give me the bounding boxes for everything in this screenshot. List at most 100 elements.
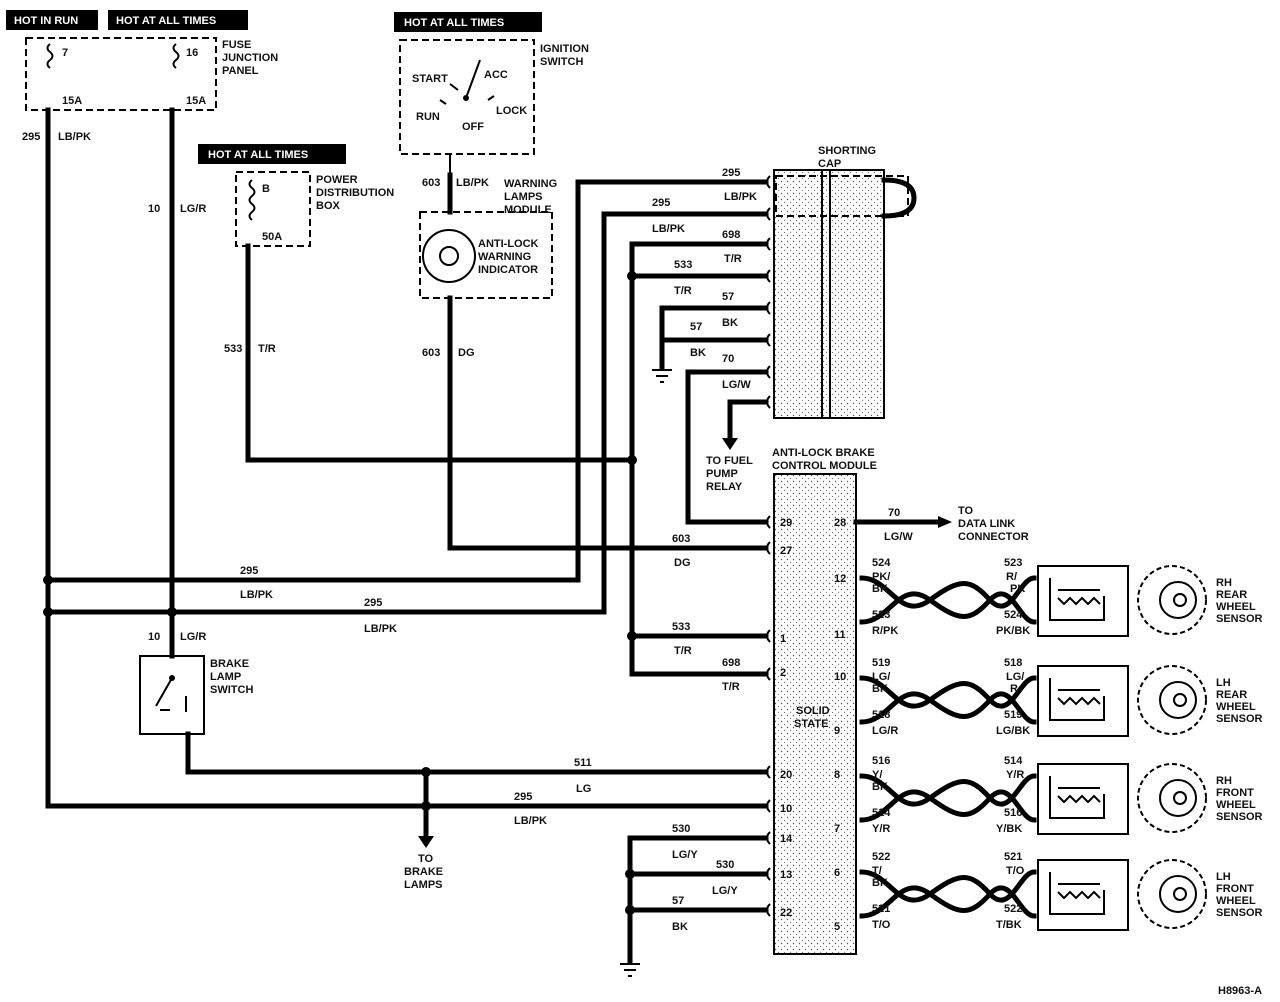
svg-text:10: 10 bbox=[148, 203, 160, 215]
svg-text:27: 27 bbox=[780, 545, 792, 557]
header-hot-in-run: HOT IN RUN bbox=[6, 10, 98, 30]
sensor-label: 522 bbox=[1004, 903, 1022, 915]
svg-text:WARNING: WARNING bbox=[504, 178, 557, 190]
svg-text:13: 13 bbox=[780, 869, 792, 881]
sensor-label: 522 bbox=[872, 851, 890, 863]
svg-text:57: 57 bbox=[672, 895, 684, 907]
fuse-icon bbox=[172, 43, 180, 69]
svg-text:10: 10 bbox=[780, 803, 792, 815]
sensor-label: SENSOR bbox=[1216, 811, 1263, 823]
svg-text:530: 530 bbox=[672, 823, 690, 835]
svg-text:8: 8 bbox=[834, 769, 840, 781]
svg-text:WARNING: WARNING bbox=[478, 251, 531, 263]
svg-text:11: 11 bbox=[834, 629, 846, 641]
svg-text:OFF: OFF bbox=[462, 121, 484, 133]
svg-text:DISTRIBUTION: DISTRIBUTION bbox=[316, 187, 394, 199]
svg-text:603: 603 bbox=[422, 347, 440, 359]
svg-text:22: 22 bbox=[780, 907, 792, 919]
svg-text:CONNECTOR: CONNECTOR bbox=[958, 531, 1029, 543]
svg-text:BK: BK bbox=[672, 921, 688, 933]
svg-text:2: 2 bbox=[780, 667, 786, 679]
svg-text:T/R: T/R bbox=[724, 253, 742, 265]
arrow-down-icon bbox=[418, 836, 434, 848]
wheel-sensor-2: 516Y/BK514Y/R514Y/R516Y/BKRHFRONTWHEELSE… bbox=[859, 755, 1263, 835]
svg-text:T/R: T/R bbox=[722, 681, 740, 693]
svg-text:DG: DG bbox=[458, 347, 475, 359]
warning-lamp-icon bbox=[422, 229, 476, 283]
sensor-label: T/BK bbox=[996, 919, 1022, 931]
svg-text:698: 698 bbox=[722, 657, 740, 669]
svg-text:295: 295 bbox=[240, 565, 258, 577]
header-hot-at-all-times-fuse: HOT AT ALL TIMES bbox=[108, 10, 248, 30]
svg-text:9: 9 bbox=[834, 725, 840, 737]
svg-text:LB/PK: LB/PK bbox=[364, 623, 397, 635]
fuse-icon bbox=[248, 179, 256, 221]
sensor-label: 524 bbox=[872, 557, 891, 569]
shorting-cap: SHORTING CAP bbox=[773, 145, 917, 419]
sensor-label: LG/ bbox=[1006, 671, 1024, 683]
svg-text:T/R: T/R bbox=[674, 645, 692, 657]
svg-text:7: 7 bbox=[62, 47, 68, 59]
arrow-right-icon bbox=[938, 516, 952, 528]
ground-icon bbox=[620, 963, 640, 977]
sensor-label: 523 bbox=[872, 609, 890, 621]
sensor-label: 519 bbox=[1004, 709, 1022, 721]
svg-text:PANEL: PANEL bbox=[222, 65, 259, 77]
svg-text:CAP: CAP bbox=[818, 158, 841, 170]
svg-text:15A: 15A bbox=[186, 95, 206, 107]
ignition-switch: START ACC RUN OFF LOCK IGNITION SWITCH bbox=[399, 39, 589, 175]
ground-icon bbox=[652, 369, 672, 383]
svg-text:603: 603 bbox=[672, 533, 690, 545]
switch-blade-icon bbox=[465, 59, 481, 99]
sensor-label: REAR bbox=[1216, 589, 1247, 601]
svg-text:LAMPS: LAMPS bbox=[404, 879, 443, 891]
svg-text:511: 511 bbox=[574, 757, 592, 769]
tone-ring-icon bbox=[1137, 665, 1207, 735]
svg-text:T/R: T/R bbox=[674, 285, 692, 297]
svg-text:LG/R: LG/R bbox=[180, 631, 206, 643]
svg-text:1: 1 bbox=[780, 633, 786, 645]
svg-text:29: 29 bbox=[780, 517, 792, 529]
sensor-label: R bbox=[1010, 683, 1018, 695]
svg-text:SWITCH: SWITCH bbox=[210, 684, 253, 696]
sensor-label: 514 bbox=[1004, 755, 1023, 767]
svg-text:530: 530 bbox=[716, 859, 734, 871]
sensor-label: LH bbox=[1216, 871, 1231, 883]
svg-text:LB/PK: LB/PK bbox=[58, 131, 91, 143]
sensor-label: BK bbox=[872, 583, 888, 595]
svg-text:T/R: T/R bbox=[258, 343, 276, 355]
sensor-label: 514 bbox=[872, 807, 891, 819]
sensor-label: SENSOR bbox=[1216, 907, 1263, 919]
sensor-label: PK/BK bbox=[996, 625, 1030, 637]
module-pins-right: 28 12 11 10 9 8 7 6 5 bbox=[834, 517, 846, 933]
svg-text:ACC: ACC bbox=[484, 69, 508, 81]
destination-labels: TO FUEL PUMP RELAY TO DATA LINK CONNECTO… bbox=[404, 455, 1029, 891]
svg-text:JUNCTION: JUNCTION bbox=[222, 52, 278, 64]
sensor-label: 521 bbox=[1004, 851, 1022, 863]
svg-text:BOX: BOX bbox=[316, 200, 341, 212]
sensor-label: WHEEL bbox=[1216, 895, 1256, 907]
sensor-label: 519 bbox=[872, 657, 890, 669]
sensor-label: LG/ bbox=[872, 671, 890, 683]
sensor-label: T/O bbox=[1006, 865, 1025, 877]
sensor-label: T/ bbox=[872, 865, 882, 877]
svg-text:70: 70 bbox=[888, 507, 900, 519]
svg-text:LB/PK: LB/PK bbox=[652, 223, 685, 235]
figure-id: H8963-A bbox=[1218, 985, 1262, 997]
brake-lamp-switch: BRAKE LAMP SWITCH bbox=[139, 655, 253, 735]
svg-text:SWITCH: SWITCH bbox=[540, 56, 583, 68]
sensor-label: Y/R bbox=[1006, 769, 1024, 781]
tone-ring-icon bbox=[1137, 763, 1207, 833]
svg-text:DATA LINK: DATA LINK bbox=[958, 518, 1015, 530]
svg-text:IGNITION: IGNITION bbox=[540, 43, 589, 55]
svg-text:6: 6 bbox=[834, 867, 840, 879]
svg-text:DG: DG bbox=[674, 557, 691, 569]
svg-text:533: 533 bbox=[224, 343, 242, 355]
svg-text:533: 533 bbox=[674, 259, 692, 271]
sensor-label: BK bbox=[872, 683, 888, 695]
sensor-label: 516 bbox=[872, 755, 890, 767]
svg-text:LAMP: LAMP bbox=[210, 671, 241, 683]
fuse-icon bbox=[46, 43, 54, 69]
svg-text:20: 20 bbox=[780, 769, 792, 781]
wheel-sensor-1: 519LG/BK518LG/R518LG/R519LG/BKLHREARWHEE… bbox=[859, 657, 1263, 737]
